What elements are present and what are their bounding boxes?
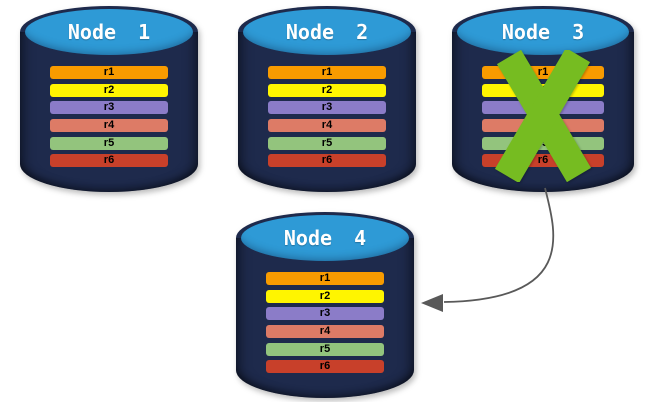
record-bar-r2: r2 [50,83,168,97]
record-list: r1 r2 r3 r4 r5 r6 [266,272,384,374]
node-title: Node 4 [283,226,367,250]
cylinder-top [457,9,629,55]
record-list: r1 r2 r3 r4 r5 r6 [50,66,168,168]
cylinder-top [25,9,193,55]
record-bar-r2: r2 [268,83,386,97]
record-bar-r4: r4 [268,119,386,133]
record-bar-r3: r3 [50,101,168,115]
record-bar-r5: r5 [268,136,386,150]
node-1-cylinder: Node 1 r1 r2 r3 r4 r5 r6 [20,6,198,192]
node-4-cylinder: Node 4 r1 r2 r3 r4 r5 r6 [236,212,414,398]
arrowhead-icon [421,294,443,312]
record-bar-r1: r1 [268,66,386,79]
record-bar-r5: r5 [50,136,168,150]
record-bar-r6: r6 [50,154,168,168]
node-title: Node 3 [501,20,585,44]
record-bar-r4: r4 [266,325,384,339]
record-list: r1 r2 r3 r4 r5 r6 [268,66,386,168]
cylinder-top [241,215,409,261]
node-title: Node 1 [67,20,151,44]
record-bar-r3: r3 [266,307,384,321]
cylinder-top [243,9,411,55]
record-bar-r1: r1 [50,66,168,79]
record-bar-r6: r6 [268,154,386,168]
failure-x-icon [494,50,592,182]
record-bar-r1: r1 [266,272,384,285]
record-bar-r5: r5 [266,342,384,356]
record-bar-r2: r2 [266,289,384,303]
node-2-cylinder: Node 2 r1 r2 r3 r4 r5 r6 [238,6,416,192]
record-bar-r4: r4 [50,119,168,133]
record-bar-r6: r6 [266,360,384,374]
record-bar-r3: r3 [268,101,386,115]
node-title: Node 2 [285,20,369,44]
